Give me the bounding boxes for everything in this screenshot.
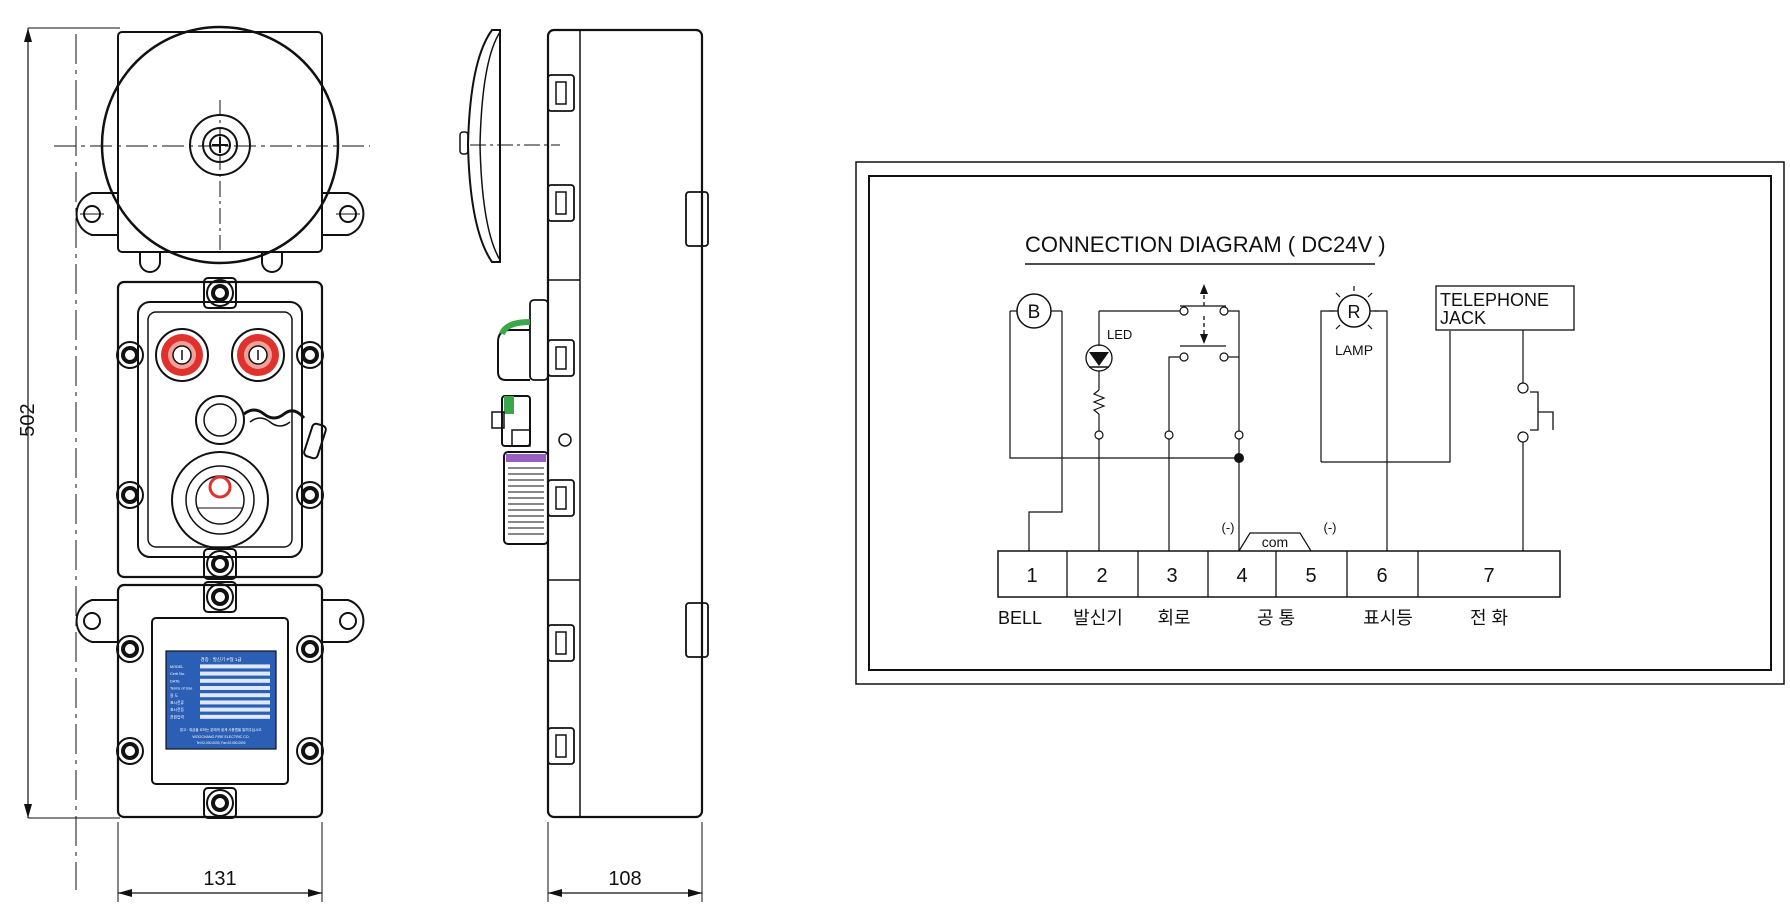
side-width-dimension: 108 <box>547 822 703 902</box>
nameplate-row-label: 전원입력 <box>170 714 184 719</box>
nameplate-row-field <box>200 671 270 676</box>
side-width-label: 108 <box>608 868 641 890</box>
side-flanges <box>547 74 575 765</box>
indicator-lamp <box>171 451 269 549</box>
nameplate: 경종 · 발신기 P형 1급 MODEL Certi No. DATE Terms o… <box>165 650 277 750</box>
label-common: 공 통 <box>1257 608 1295 628</box>
terminal-2: 2 <box>1096 565 1107 587</box>
telephone-label-line2: JACK <box>1440 308 1486 328</box>
lamp-label: LAMP <box>1335 342 1373 358</box>
terminal-1: 1 <box>1026 565 1037 587</box>
side-buttons <box>491 299 572 545</box>
height-dimension-label: 502 <box>17 403 39 436</box>
minus-right-label: (-) <box>1324 520 1337 535</box>
common-marker: (-) (-) com <box>1222 520 1337 552</box>
front-width-label: 131 <box>203 868 236 890</box>
terminal-4: 4 <box>1236 565 1247 587</box>
diagram-inner-frame <box>868 175 1772 671</box>
com-label: com <box>1262 534 1288 550</box>
nameplate-row-label: 표시전등 <box>170 707 184 712</box>
nameplate-row-field <box>200 664 270 669</box>
nameplate-row-field <box>200 714 270 719</box>
diagram-title: CONNECTION DIAGRAM ( DC24V ) <box>1025 232 1386 257</box>
telephone-label-line1: TELEPHONE <box>1440 290 1549 310</box>
nameplate-row-label: MODEL <box>170 665 184 669</box>
nameplate-warning: 경고 : 취급을 요하는 분에게 쉽게 사용법을 알려주십시오. <box>180 727 263 732</box>
push-button-left <box>155 328 209 382</box>
bell-symbol: B <box>1009 293 1236 551</box>
label-indicator: 표시등 <box>1363 608 1413 628</box>
nameplate-row-label: 용 도 <box>170 694 179 698</box>
label-bell: BELL <box>998 608 1042 628</box>
nameplate-row-label: 표시전류 <box>170 700 184 705</box>
nameplate-address: Tel 02-000-0000, Fax 02-000-0000 <box>196 741 245 745</box>
led-label: LED <box>1107 327 1132 342</box>
lower-mount-ears <box>75 599 365 643</box>
height-dimension: 502 <box>17 27 120 819</box>
telephone-jack: TELEPHONE JACK <box>1435 285 1575 551</box>
terminal-3: 3 <box>1166 565 1177 587</box>
side-view: 108 <box>459 28 709 902</box>
nameplate-maker: WOOCHANG FIRE ELECTRIC CO. <box>192 735 249 739</box>
nameplate-row-field <box>200 693 270 698</box>
jack-cap-with-chain <box>195 395 327 460</box>
led-branch: LED <box>1085 310 1180 551</box>
push-button-right <box>231 328 285 382</box>
nameplate-row-field <box>200 707 270 712</box>
label-transmitter: 발신기 <box>1073 608 1123 628</box>
nameplate-row-field <box>200 686 270 690</box>
terminal-5: 5 <box>1305 565 1316 587</box>
nameplate-row-field <box>200 678 270 683</box>
bell-mount-ears <box>75 192 365 273</box>
diagram-outer-frame <box>855 161 1785 685</box>
front-width-dimension: 131 <box>117 822 323 902</box>
terminal-block: 1 2 3 4 5 6 7 <box>997 550 1561 598</box>
terminal-7: 7 <box>1483 565 1494 587</box>
lamp-symbol: R LAMP <box>1320 286 1451 551</box>
lower-flange-screws <box>116 581 324 819</box>
label-phone: 전 화 <box>1470 608 1508 628</box>
lamp-symbol-letter: R <box>1348 302 1361 322</box>
bell-gong <box>100 25 340 265</box>
terminal-labels: BELL 발신기 회로 공 통 표시등 전 화 <box>998 608 1508 628</box>
minus-left-label: (-) <box>1222 520 1235 535</box>
push-switch <box>1164 284 1244 551</box>
label-circuit: 회로 <box>1157 608 1190 628</box>
nameplate-row-label: DATE <box>170 679 180 683</box>
front-view: 502 <box>17 25 370 902</box>
nameplate-row-field <box>200 700 270 705</box>
bell-symbol-letter: B <box>1028 302 1041 323</box>
nameplate-row-label: Terms of Use <box>170 687 192 691</box>
connection-diagram: CONNECTION DIAGRAM ( DC24V ) B LED <box>855 161 1785 685</box>
nameplate-title: 경종 · 발신기 P형 1급 <box>201 656 242 663</box>
terminal-6: 6 <box>1376 565 1387 587</box>
nameplate-row-label: Certi No. <box>170 672 185 676</box>
